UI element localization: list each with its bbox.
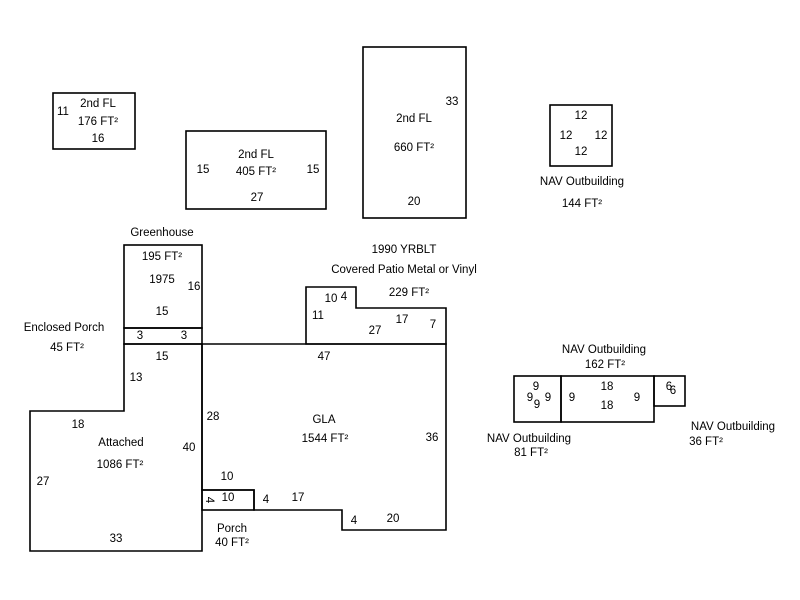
attached-label: Attached: [98, 437, 143, 449]
dimension-label: 4: [263, 494, 270, 506]
dimension-label: 9: [534, 399, 540, 411]
dimension-label: 4: [341, 291, 348, 303]
porch-area: 40 FT²: [215, 537, 249, 549]
area-nav-outbuilding-162[interactable]: NAV Outbuilding 162 FT² 18 18 9 9: [560, 344, 655, 423]
dimension-label: 3: [181, 330, 187, 342]
covered-patio-year: 1990 YRBLT: [372, 244, 437, 256]
porch-label: Porch: [217, 523, 247, 535]
second-fl-660-outline: [362, 46, 467, 219]
gla-label: GLA: [312, 414, 335, 426]
nav-outbuilding-144-label: NAV Outbuilding: [540, 176, 624, 188]
dimension-label: 4: [351, 515, 358, 527]
dimension-label: 33: [110, 533, 123, 545]
nav-outbuilding-144-area: 144 FT²: [562, 198, 602, 210]
second-fl-405-outline: [185, 130, 327, 210]
dimension-label: 6: [670, 385, 676, 397]
dimension-label: 12: [560, 130, 573, 142]
greenhouse-area: 195 FT²: [142, 251, 182, 263]
dimension-label: 15: [197, 164, 210, 176]
area-greenhouse[interactable]: Greenhouse 195 FT² 1975 16 15: [123, 227, 203, 329]
nav-outbuilding-162-area: 162 FT²: [585, 359, 625, 371]
area-covered-patio[interactable]: 1990 YRBLT Covered Patio Metal or Vinyl …: [305, 244, 477, 345]
second-fl-176-outline: [52, 92, 136, 150]
dimension-label: 9: [569, 392, 575, 404]
dimension-label: 20: [387, 513, 400, 525]
dimension-label: 13: [130, 372, 143, 384]
area-second-fl-660[interactable]: 2nd FL 660 FT² 33 20: [362, 46, 467, 219]
dimension-label: 7: [430, 319, 436, 331]
second-fl-176-area: 176 FT²: [78, 116, 118, 128]
attached-area: 1086 FT²: [97, 459, 144, 471]
dimension-label: 27: [251, 192, 264, 204]
dimension-label: 12: [575, 110, 588, 122]
dimension-label: 15: [307, 164, 320, 176]
dimension-label: 11: [312, 310, 324, 322]
dimension-label: 36: [426, 432, 439, 444]
nav-outbuilding-36-label: NAV Outbuilding: [691, 421, 775, 433]
dimension-label: 10: [221, 471, 234, 483]
dimension-label: 20: [408, 196, 421, 208]
nav-outbuilding-36-area: 36 FT²: [689, 436, 723, 448]
nav-outbuilding-81-area: 81 FT²: [514, 447, 548, 459]
dimension-label: 27: [369, 325, 382, 337]
enclosed-porch-label: Enclosed Porch: [24, 322, 105, 334]
greenhouse-label: Greenhouse: [130, 227, 193, 239]
dimension-label: 4: [203, 497, 215, 504]
area-second-fl-176[interactable]: 2nd FL 176 FT² 11 16: [52, 92, 136, 150]
dimension-label: 15: [156, 306, 169, 318]
dimension-label: 16: [92, 133, 105, 145]
dimension-label: 11: [57, 106, 69, 118]
covered-patio-label: Covered Patio Metal or Vinyl: [331, 264, 477, 276]
dimension-label: 12: [575, 146, 588, 158]
dimension-label: 33: [446, 96, 459, 108]
second-fl-176-label: 2nd FL: [80, 98, 116, 110]
second-fl-660-area: 660 FT²: [394, 142, 434, 154]
dimension-label: 12: [595, 130, 608, 142]
dimension-label: 10: [325, 293, 338, 305]
dimension-label: 9: [527, 392, 533, 404]
nav-outbuilding-36-outline: [653, 375, 686, 407]
dimension-label: 9: [533, 381, 539, 393]
dimension-label: 18: [601, 400, 614, 412]
area-attached[interactable]: Attached 1086 FT² 15 13 18 40 27 33: [29, 343, 203, 552]
area-enclosed-porch[interactable]: Enclosed Porch 45 FT² 3 3: [24, 322, 203, 354]
area-second-fl-405[interactable]: 2nd FL 405 FT² 15 15 27: [185, 130, 327, 210]
area-nav-outbuilding-81[interactable]: 9 9 9 9 NAV Outbuilding 81 FT²: [487, 375, 571, 459]
dimension-label: 28: [207, 411, 220, 423]
nav-outbuilding-162-label: NAV Outbuilding: [562, 344, 646, 356]
area-nav-outbuilding-36[interactable]: 6 6 NAV Outbuilding 36 FT²: [653, 375, 775, 448]
dimension-label: 27: [37, 476, 50, 488]
dimension-label: 9: [545, 392, 551, 404]
second-fl-405-area: 405 FT²: [236, 166, 276, 178]
enclosed-porch-area: 45 FT²: [50, 342, 84, 354]
dimension-label: 10: [222, 492, 235, 504]
dimension-label: 3: [137, 330, 143, 342]
enclosed-porch-outline: [123, 327, 203, 345]
dimension-label: 18: [601, 381, 614, 393]
area-gla[interactable]: GLA 1544 FT² 47 28 36 10 4 17 4 20: [201, 343, 447, 531]
dimension-label: 17: [396, 314, 409, 326]
nav-outbuilding-81-label: NAV Outbuilding: [487, 433, 571, 445]
second-fl-405-label: 2nd FL: [238, 149, 274, 161]
area-nav-outbuilding-144[interactable]: 12 12 12 12 NAV Outbuilding 144 FT²: [540, 104, 624, 210]
area-porch[interactable]: 4 10 Porch 40 FT²: [201, 489, 255, 549]
covered-patio-area: 229 FT²: [389, 287, 429, 299]
dimension-label: 18: [72, 419, 85, 431]
nav-outbuilding-144-outline: [549, 104, 613, 167]
dimension-label: 40: [183, 442, 196, 454]
greenhouse-year: 1975: [149, 274, 175, 286]
dimension-label: 9: [634, 392, 640, 404]
dimension-label: 6: [666, 381, 672, 393]
dimension-label: 15: [156, 351, 169, 363]
dimension-label: 17: [292, 492, 305, 504]
gla-area: 1544 FT²: [302, 433, 349, 445]
second-fl-660-label: 2nd FL: [396, 113, 432, 125]
porch-outline: [201, 489, 255, 511]
attached-outline: [29, 343, 203, 552]
dimension-label: 16: [188, 281, 201, 293]
dimension-label: 47: [318, 351, 331, 363]
